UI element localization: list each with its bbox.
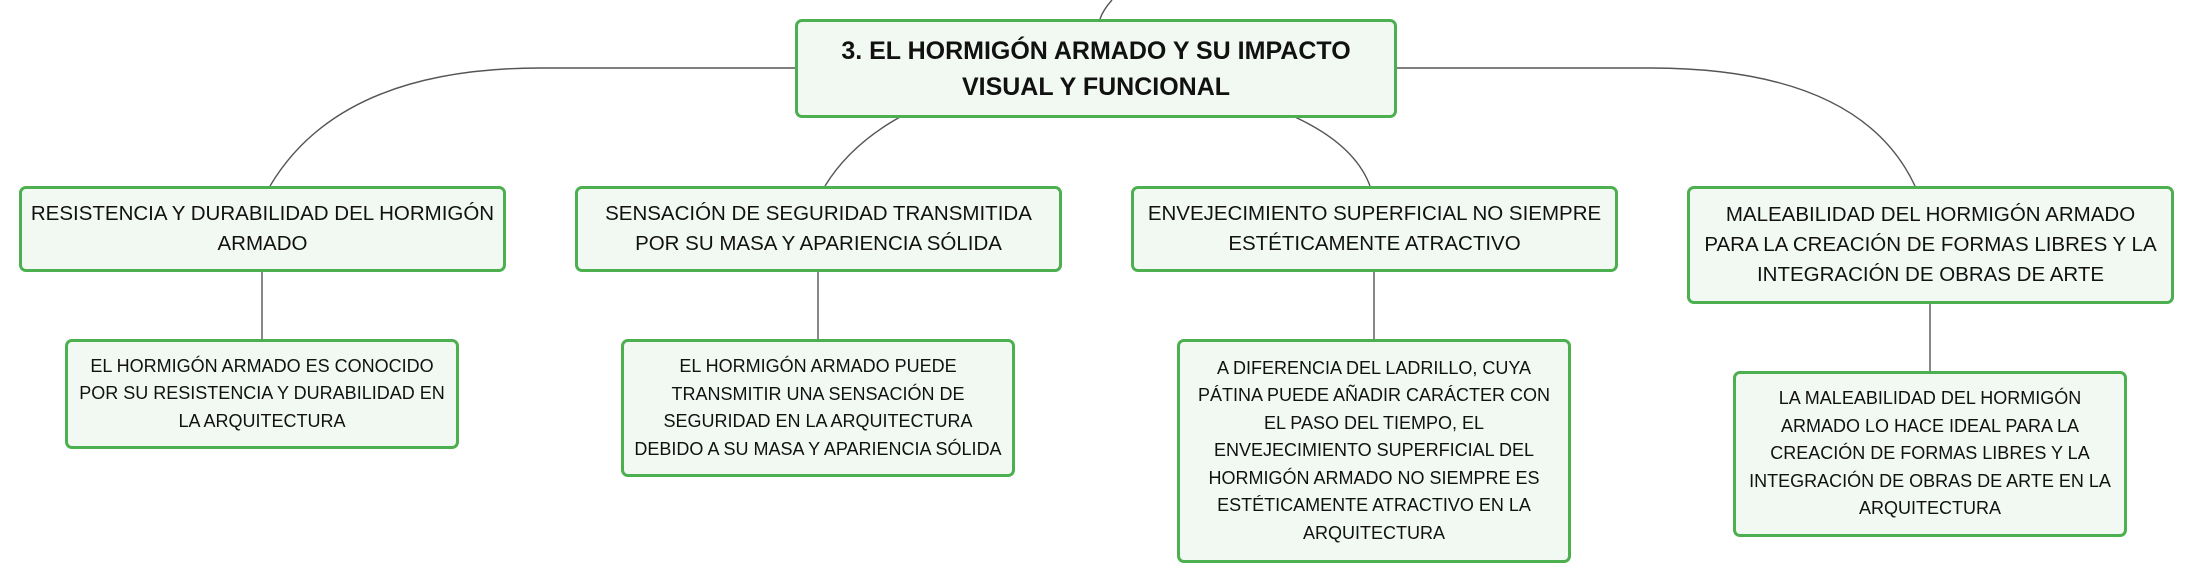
branch-node-maleabilidad[interactable]: MALEABILIDAD DEL HORMIGÓN ARMADO PARA LA…	[1687, 186, 2174, 304]
branch-node-seguridad[interactable]: SENSACIÓN DE SEGURIDAD TRANSMITIDA POR S…	[575, 186, 1062, 272]
connector-root-branch-2	[824, 116, 901, 187]
branch-node-resistencia[interactable]: RESISTENCIA Y DURABILIDAD DEL HORMIGÓN A…	[19, 186, 506, 272]
connector-root-branch-4	[1397, 67, 1916, 187]
root-topic-label: 3. EL HORMIGÓN ARMADO Y SU IMPACTO VISUA…	[841, 36, 1351, 101]
detail-text: EL HORMIGÓN ARMADO ES CONOCIDO POR SU RE…	[79, 355, 445, 431]
detail-node-resistencia[interactable]: EL HORMIGÓN ARMADO ES CONOCIDO POR SU RE…	[65, 339, 459, 449]
connector-root-branch-3	[1294, 116, 1371, 187]
branch-label: RESISTENCIA Y DURABILIDAD DEL HORMIGÓN A…	[30, 202, 495, 255]
parent-connector	[1099, 0, 1113, 20]
branch-label: SENSACIÓN DE SEGURIDAD TRANSMITIDA POR S…	[605, 202, 1032, 255]
detail-text: EL HORMIGÓN ARMADO PUEDE TRANSMITIR UNA …	[634, 356, 1002, 459]
connector-root-branch-1	[269, 67, 795, 187]
branch-label: MALEABILIDAD DEL HORMIGÓN ARMADO PARA LA…	[1704, 203, 2157, 286]
branch-label: ENVEJECIMIENTO SUPERFICIAL NO SIEMPRE ES…	[1147, 202, 1602, 255]
detail-node-maleabilidad[interactable]: LA MALEABILIDAD DEL HORMIGÓN ARMADO LO H…	[1733, 371, 2127, 537]
detail-text: A DIFERENCIA DEL LADRILLO, CUYA PÁTINA P…	[1197, 357, 1551, 543]
detail-node-seguridad[interactable]: EL HORMIGÓN ARMADO PUEDE TRANSMITIR UNA …	[621, 339, 1015, 477]
branch-node-envejecimiento[interactable]: ENVEJECIMIENTO SUPERFICIAL NO SIEMPRE ES…	[1131, 186, 1618, 272]
detail-text: LA MALEABILIDAD DEL HORMIGÓN ARMADO LO H…	[1749, 388, 2111, 519]
detail-node-envejecimiento[interactable]: A DIFERENCIA DEL LADRILLO, CUYA PÁTINA P…	[1177, 339, 1571, 563]
root-topic-node[interactable]: 3. EL HORMIGÓN ARMADO Y SU IMPACTO VISUA…	[795, 19, 1397, 118]
